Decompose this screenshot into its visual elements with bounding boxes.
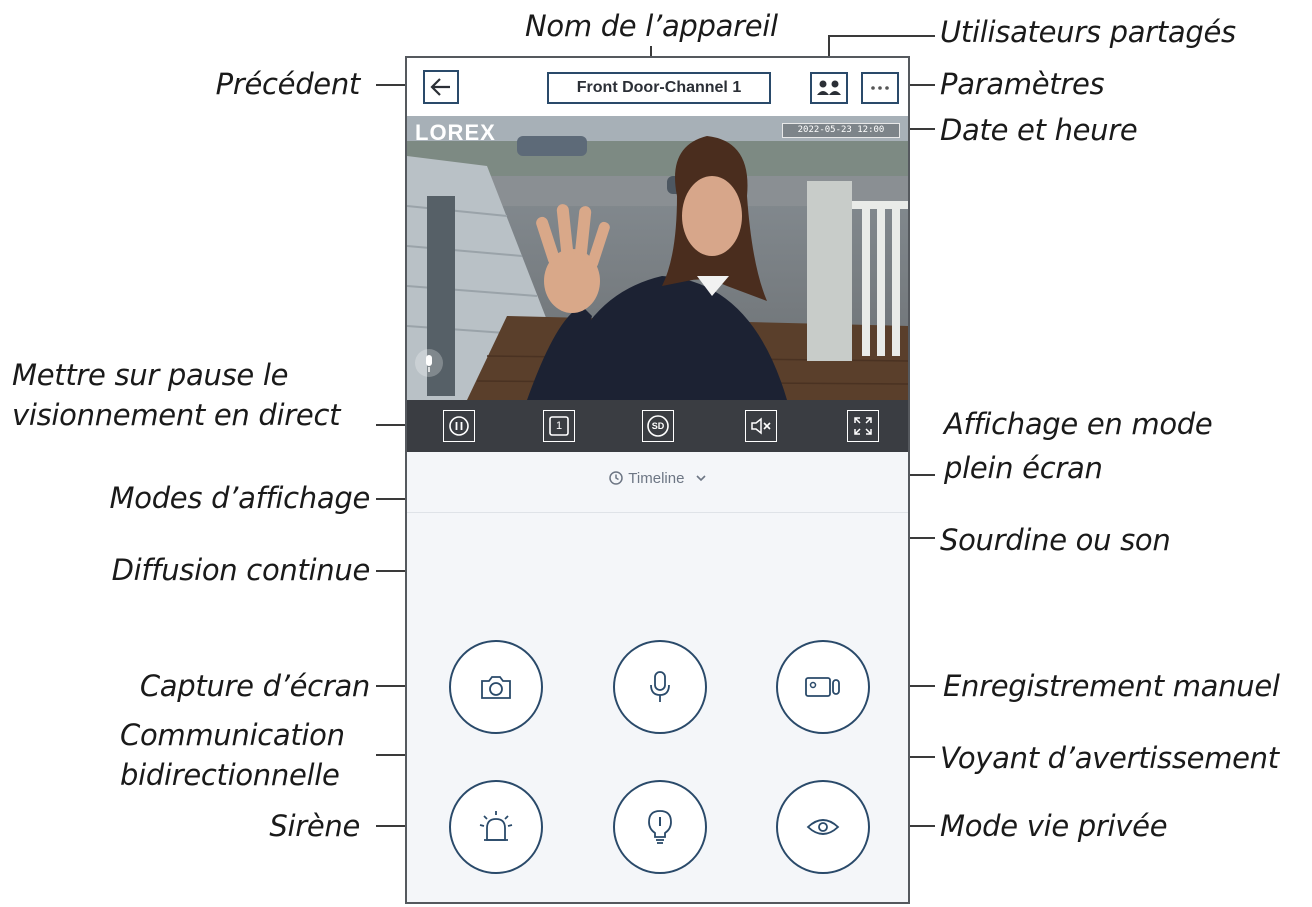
fullscreen-button[interactable] xyxy=(847,410,879,442)
siren-button[interactable] xyxy=(449,780,543,874)
history-icon xyxy=(609,471,624,485)
display-mode-button[interactable]: 1 xyxy=(543,410,575,442)
view-mode-icon xyxy=(549,416,569,436)
top-bar: Front Door-Channel 1 xyxy=(407,58,908,116)
callout-two-way-line2: bidirectionnelle xyxy=(120,758,340,792)
phone-screen: Front Door-Channel 1 xyxy=(405,56,910,904)
eye-icon xyxy=(806,819,840,835)
view-mode-number: 1 xyxy=(555,420,563,432)
callout-pause-line1: Mettre sur pause le xyxy=(12,358,289,392)
callout-settings: Paramètres xyxy=(940,67,1105,101)
sd-stream-icon xyxy=(647,415,669,437)
live-video-feed[interactable]: LOREX 2022-05-23 12:00 xyxy=(407,116,908,400)
callout-date-time: Date et heure xyxy=(940,113,1138,147)
pause-icon xyxy=(449,416,469,436)
callout-privacy-mode: Mode vie privée xyxy=(940,809,1168,843)
callout-display-modes: Modes d’affichage xyxy=(109,481,371,515)
callout-fullscreen-line2: plein écran xyxy=(944,451,1103,485)
video-control-bar: 1 SD xyxy=(407,400,908,452)
date-time-overlay: 2022-05-23 12:00 xyxy=(782,123,900,138)
warning-light-button[interactable] xyxy=(613,780,707,874)
back-button[interactable] xyxy=(423,70,459,104)
timeline-label: Timeline xyxy=(628,470,685,487)
siren-icon xyxy=(479,811,513,841)
callout-device-name: Nom de l’appareil xyxy=(525,9,778,43)
warning-light-icon xyxy=(648,810,672,844)
manual-recording-button[interactable] xyxy=(776,640,870,734)
arrow-left-icon xyxy=(430,78,450,96)
microphone-icon xyxy=(426,355,432,372)
lorex-logo: LOREX xyxy=(415,120,496,145)
mic-icon xyxy=(650,671,670,702)
fullscreen-icon xyxy=(854,417,872,435)
mute-button[interactable] xyxy=(745,410,777,442)
shared-users-button[interactable] xyxy=(810,72,848,104)
callout-fullscreen-line1: Affichage en mode xyxy=(944,407,1213,441)
speaker-muted-icon xyxy=(751,417,771,435)
camera-icon xyxy=(481,676,511,699)
settings-button[interactable] xyxy=(861,72,899,104)
callout-shared-users: Utilisateurs partagés xyxy=(940,15,1236,49)
video-record-icon xyxy=(805,677,840,697)
camera-scene-image xyxy=(407,116,908,400)
callout-siren: Sirène xyxy=(269,809,360,843)
callout-mute-sound: Sourdine ou son xyxy=(940,523,1171,557)
stream-quality-button[interactable]: SD xyxy=(642,410,674,442)
callout-back: Précédent xyxy=(215,67,361,101)
timeline-toggle[interactable]: Timeline xyxy=(407,470,908,487)
callout-screenshot: Capture d’écran xyxy=(139,669,370,703)
two-way-audio-button[interactable] xyxy=(613,640,707,734)
callout-two-way-line1: Communication xyxy=(120,718,345,752)
device-name-title: Front Door-Channel 1 xyxy=(547,72,771,104)
callout-pause-line2: visionnement en direct xyxy=(12,398,341,432)
callout-warning-light: Voyant d’avertissement xyxy=(940,741,1279,775)
two-users-icon xyxy=(817,80,841,95)
timeline-row: Timeline xyxy=(407,452,908,513)
callout-manual-recording: Enregistrement manuel xyxy=(943,669,1280,703)
chevron-down-icon xyxy=(696,475,706,482)
privacy-mode-button[interactable] xyxy=(776,780,870,874)
pause-button[interactable] xyxy=(443,410,475,442)
stream-quality-label: SD xyxy=(651,421,665,431)
screenshot-button[interactable] xyxy=(449,640,543,734)
callout-continuous-stream: Diffusion continue xyxy=(111,553,371,587)
ellipsis-icon xyxy=(871,86,889,90)
